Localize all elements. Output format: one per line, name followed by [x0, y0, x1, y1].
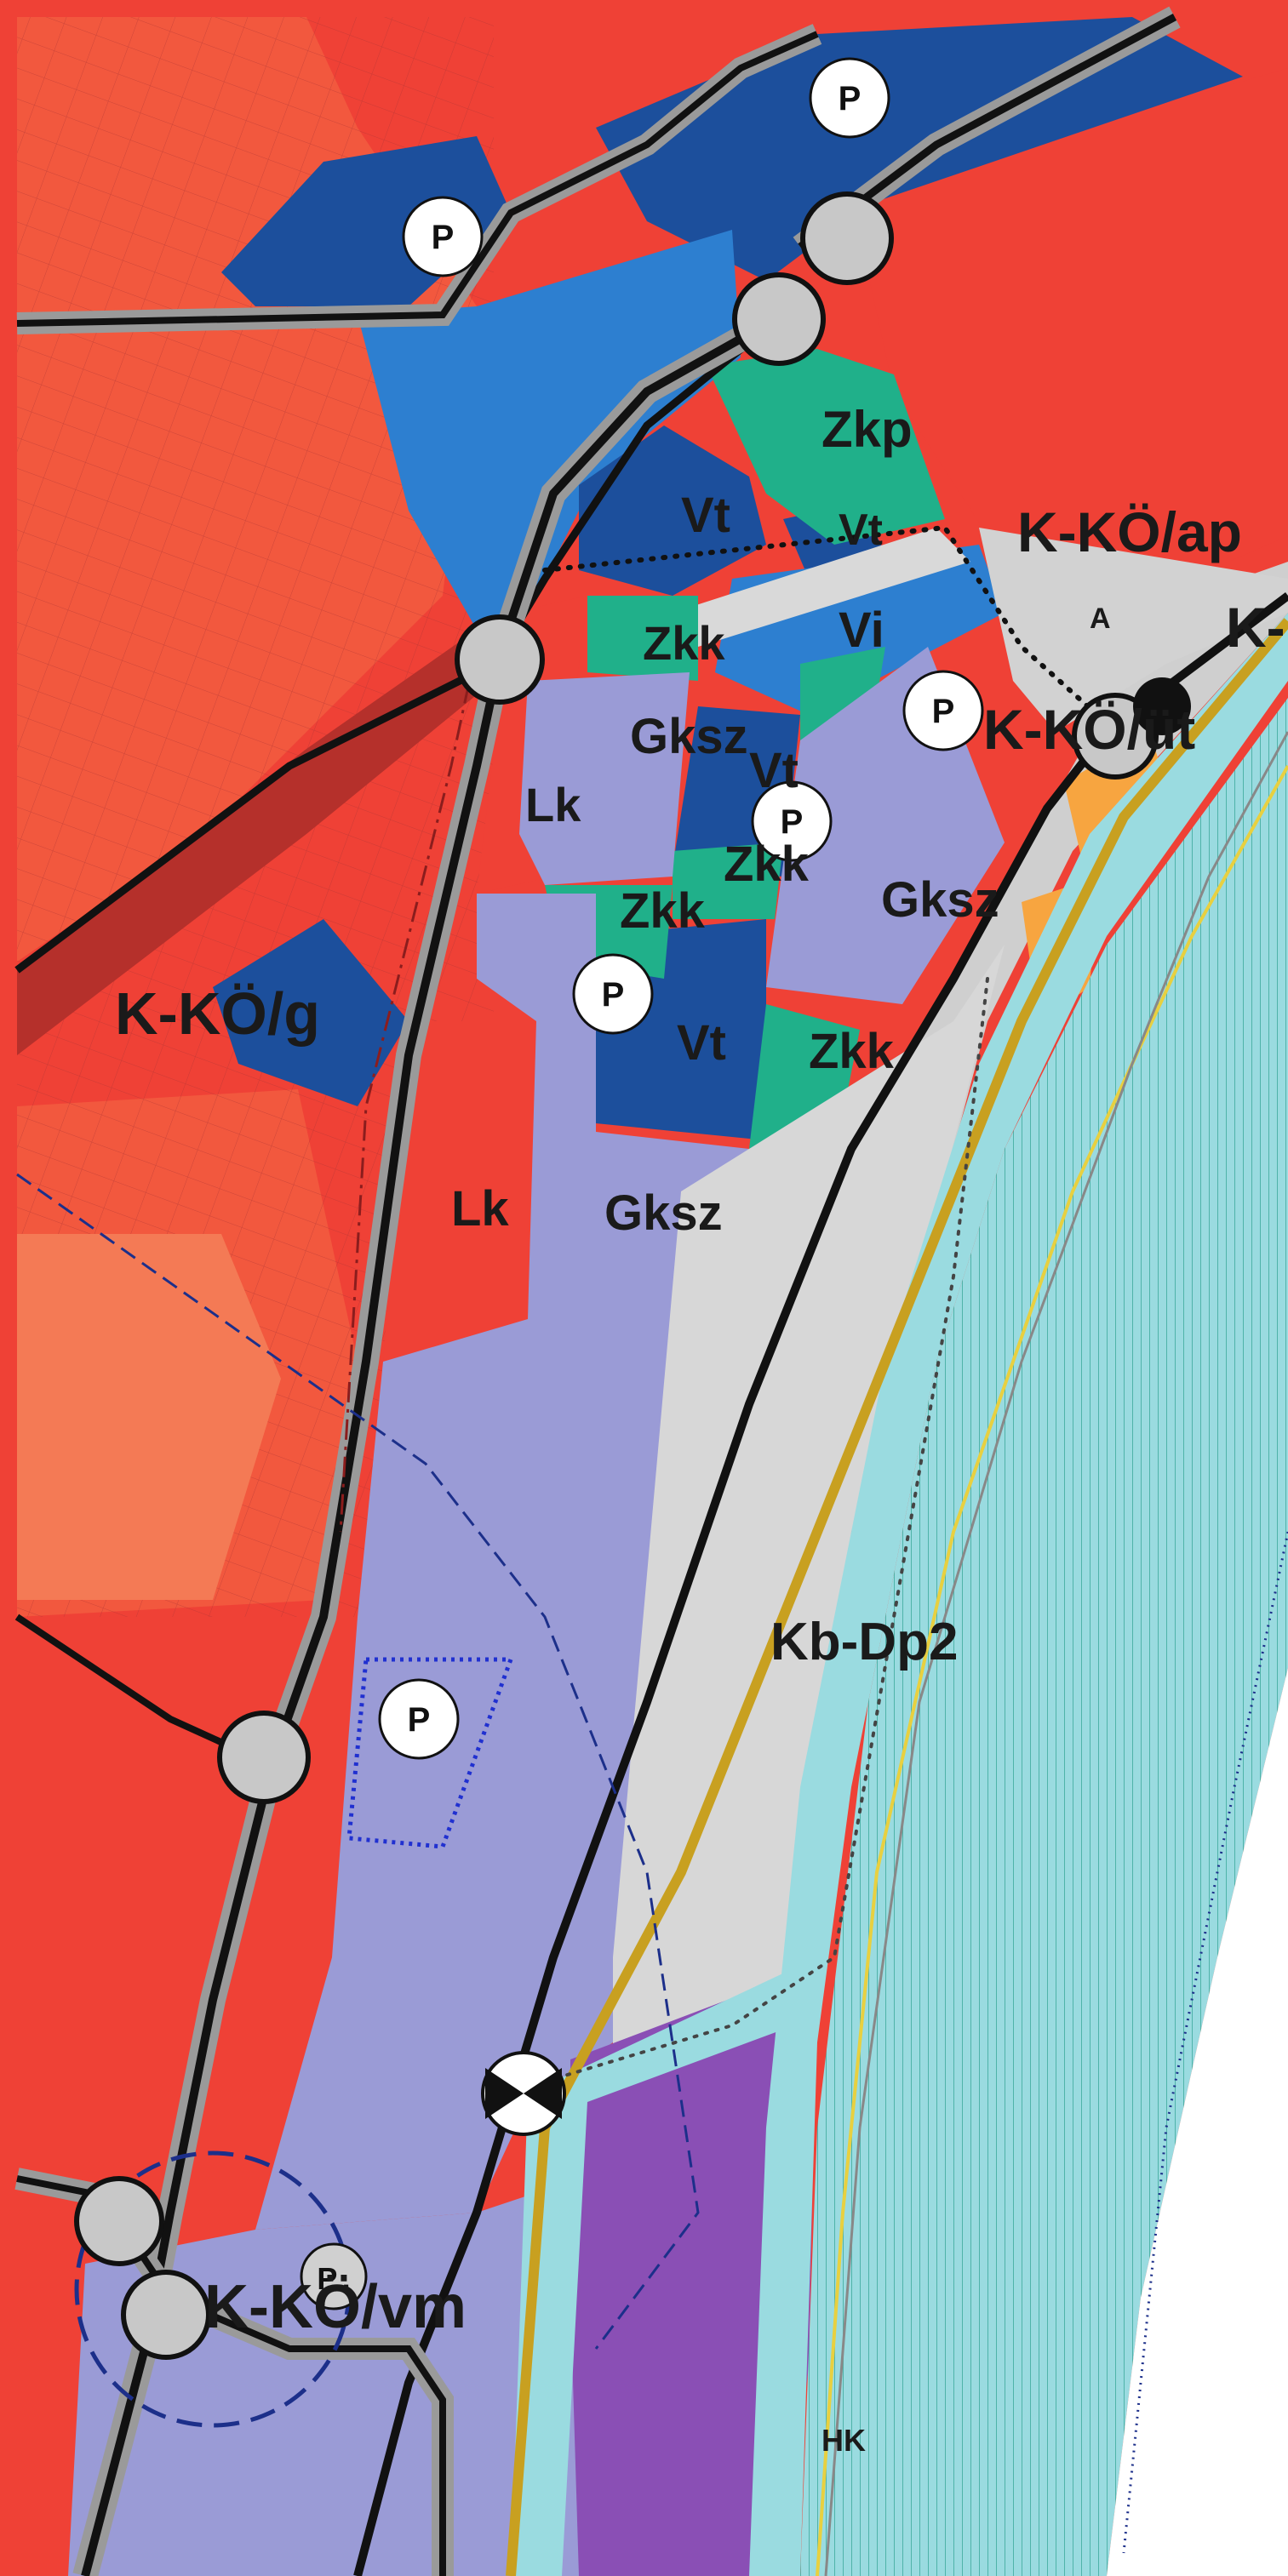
zone-label-gksz: Gksz: [630, 709, 748, 764]
zone-zkp: [707, 349, 945, 545]
parking-label: P: [432, 219, 455, 256]
district-label: K-KÖ/üt: [983, 698, 1195, 761]
dashed-darkred: [339, 646, 478, 1533]
zone-vt-upper: [579, 426, 766, 596]
water-channel-south: [511, 1957, 817, 2576]
zone-residential-red-northeast: [851, 68, 1288, 596]
zone-label-lk: Lk: [451, 1181, 509, 1237]
parking-icon: P: [809, 57, 890, 139]
zone-zkk-3: [673, 842, 783, 919]
zone-kko-g-block: [213, 919, 409, 1106]
zone-dark-red-band: [17, 630, 494, 1055]
parking-small-label: P..: [317, 2261, 350, 2296]
zone-label-vi: Vi: [839, 603, 884, 658]
zone-label-kb-dp2: Kb-Dp2: [770, 1613, 958, 1671]
zone-commercial-light-block: [358, 230, 741, 630]
parking-small-icon: P..: [300, 2242, 368, 2310]
road-gold: [506, 618, 1288, 2576]
district-label: K-KÖ/ap: [1017, 500, 1242, 563]
parking-label: P: [932, 693, 955, 730]
station-symbol: [1133, 677, 1191, 735]
white-area: [1107, 1668, 1288, 2576]
parking-icon: P: [902, 670, 984, 751]
parking-icon: P: [751, 780, 833, 862]
zone-light-grey-strip: [673, 528, 970, 647]
district-label: K-KÖ/vm: [204, 2273, 467, 2341]
zone-lk-lower: [383, 1021, 536, 1362]
dotted-boundary: [542, 524, 1109, 726]
zone-label-vt: Vt: [677, 1015, 726, 1071]
road-main-west-line: [16, 31, 819, 327]
zone-salmon-patch: [17, 1234, 281, 1600]
parking-icon: P: [402, 196, 484, 277]
zone-gksz-north: [519, 672, 690, 885]
zone-label-zkk: Zkk: [620, 883, 706, 939]
small-label: HK: [821, 2423, 866, 2458]
zone-label-zkk: Zkk: [724, 837, 810, 892]
riverbank-grey: [824, 731, 1288, 2576]
roundabout-markers: [74, 191, 1159, 2360]
zone-label-vt: Vt: [839, 505, 883, 555]
railway: [353, 592, 1288, 2576]
district-label: K-: [1226, 596, 1285, 659]
zone-label-zkk: Zkk: [643, 616, 725, 670]
parking-label: P: [602, 976, 625, 1014]
riverbank-navy: [1122, 1531, 1288, 2554]
parking-label: P: [839, 80, 862, 117]
zone-label-lk: Lk: [525, 778, 581, 831]
zone-label-zkk: Zkk: [809, 1024, 895, 1079]
railway-crossing-symbol: [481, 2051, 566, 2136]
zone-label-vt: Vt: [749, 743, 799, 798]
zone-zkk-1: [587, 596, 698, 681]
small-label: A: [1090, 603, 1111, 635]
district-label: K-KÖ/g: [115, 980, 320, 1047]
parking-label: P: [781, 803, 804, 841]
riverbank-yellow: [816, 765, 1288, 2576]
river-area: [800, 698, 1288, 2576]
water-channel: [749, 613, 1288, 2576]
zone-label-gksz: Gksz: [881, 872, 999, 928]
zone-label-vt: Vt: [681, 488, 730, 543]
dashed-navy: [16, 1173, 700, 2350]
zone-label-zkp: Zkp: [821, 401, 913, 458]
parking-icon: P: [378, 1678, 460, 1760]
parking-label: P: [408, 1701, 431, 1739]
road-north-south-line: [81, 311, 786, 2576]
parking-markers: P P P P P P P..: [300, 57, 984, 2310]
zone-label-gksz: Gksz: [604, 1185, 723, 1241]
zone-kko-ap: [979, 528, 1288, 732]
dotted-loop: [560, 977, 989, 2078]
parking-icon: P: [572, 953, 654, 1035]
dotted-parking-outline: [346, 1657, 514, 1849]
